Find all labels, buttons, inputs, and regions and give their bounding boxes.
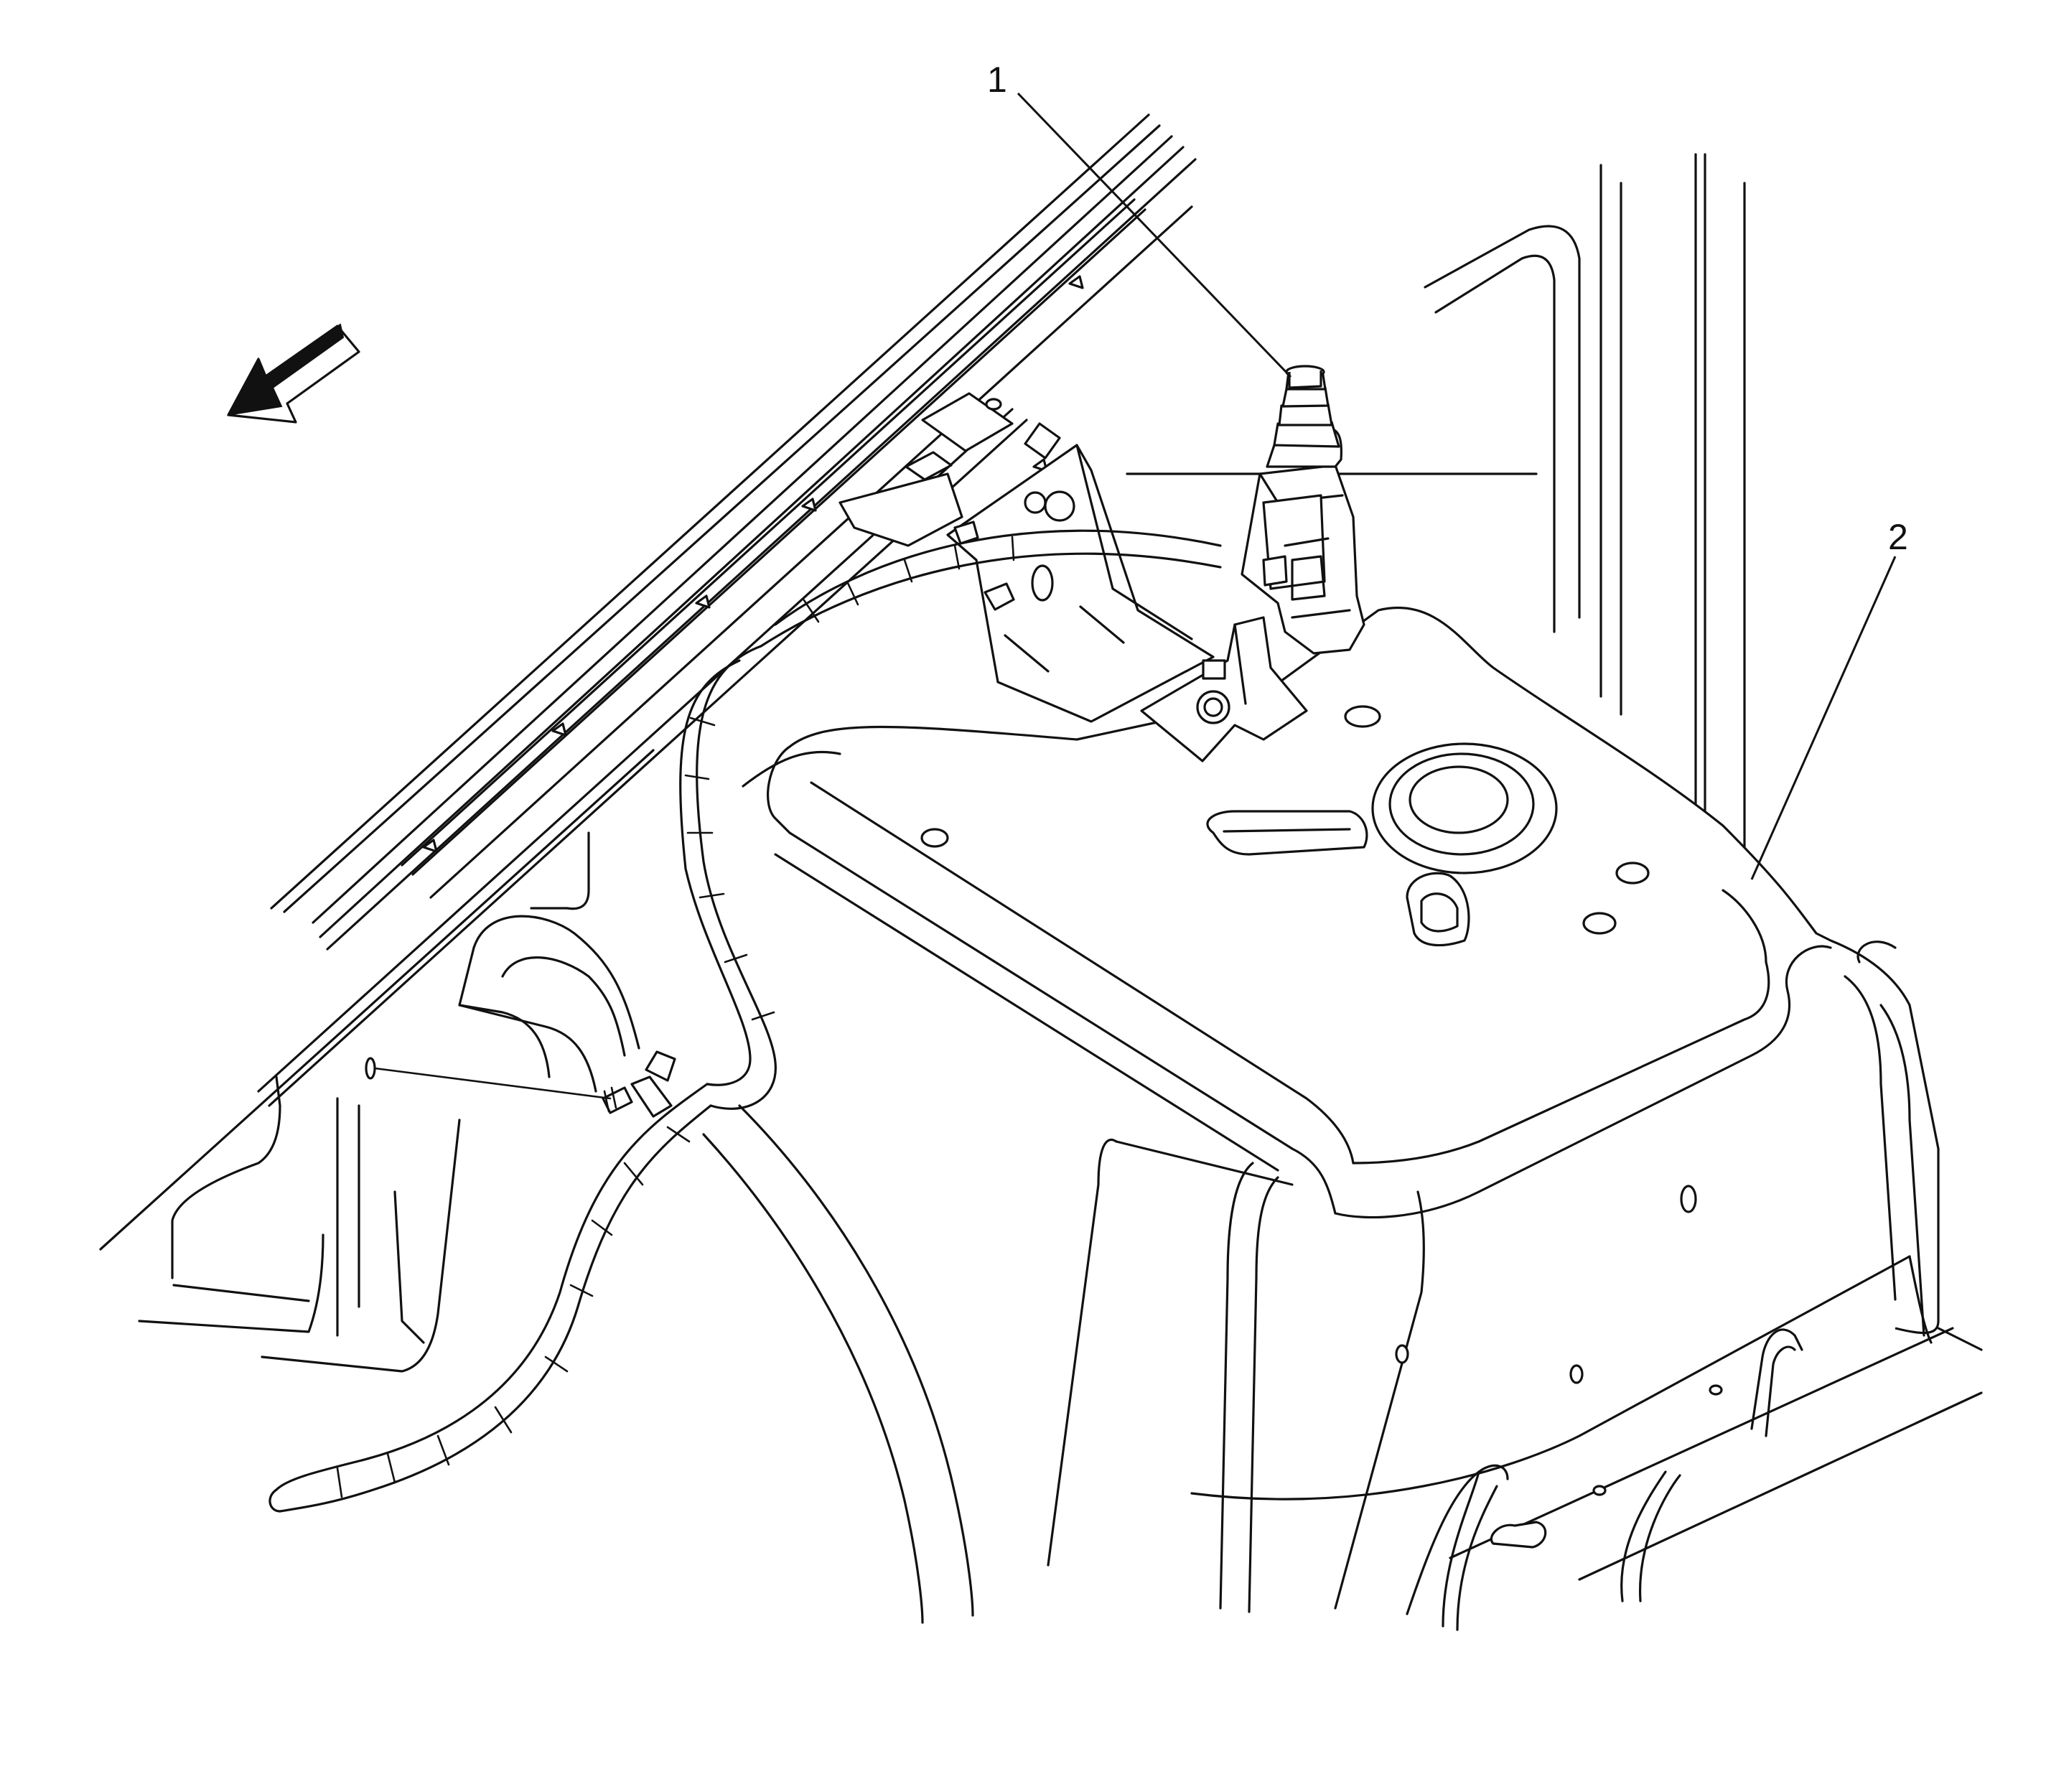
- hood-bracket: [946, 422, 1215, 723]
- harness-clip: [602, 1050, 676, 1118]
- hood-ajar-switch: [1140, 365, 1365, 762]
- pillar-lines: [1126, 153, 1746, 863]
- callout-1: 1: [987, 60, 1292, 378]
- callout-1-label: 1: [987, 60, 1007, 100]
- left-fender-apron: [138, 831, 640, 1373]
- wheelhouse: [702, 1104, 974, 1624]
- callout-2: 2: [1750, 517, 1908, 880]
- callout-2-leader: [1750, 556, 1897, 880]
- radiator-support-tower: [742, 606, 1983, 1631]
- wiring-harness: [268, 529, 1222, 1513]
- callout-1-leader: [1017, 92, 1292, 378]
- front-direction-arrow-icon: [227, 323, 360, 424]
- callout-2-label: 2: [1888, 517, 1908, 557]
- cowl-panel-lines: [99, 113, 1197, 1251]
